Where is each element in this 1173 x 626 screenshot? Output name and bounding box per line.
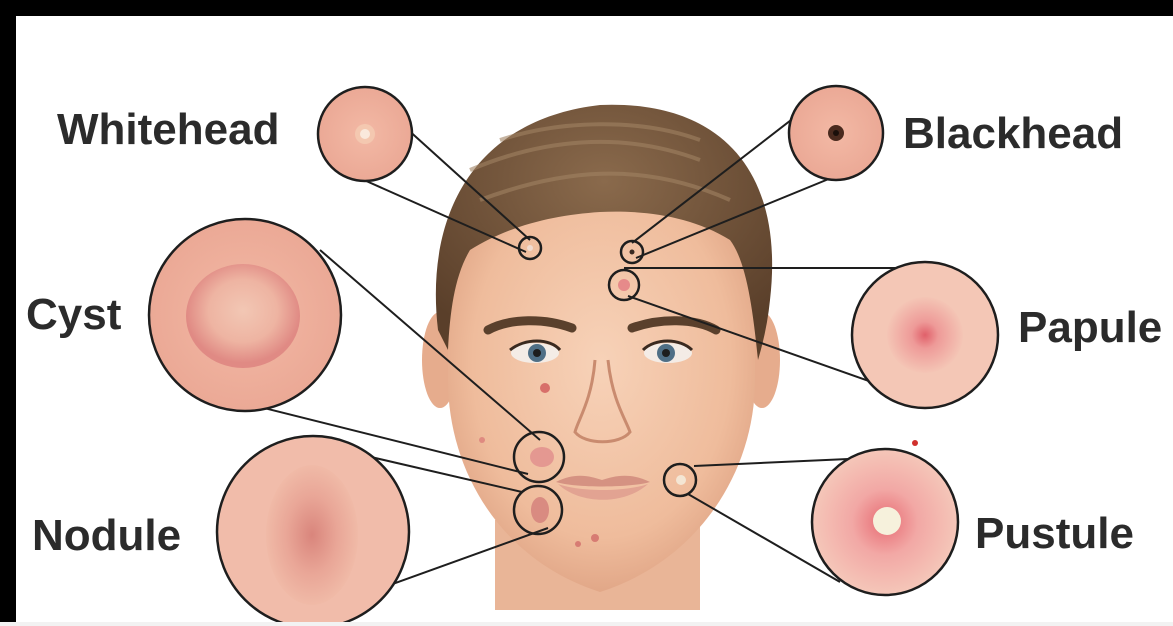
label-pustule: Pustule <box>975 512 1134 556</box>
blemish <box>479 437 485 443</box>
zoom-papule <box>852 262 998 408</box>
label-nodule: Nodule <box>32 514 181 558</box>
label-papule: Papule <box>1018 306 1162 350</box>
zoom-cyst <box>149 219 341 411</box>
blemish <box>540 383 550 393</box>
zoom-nodule <box>217 436 409 626</box>
label-blackhead: Blackhead <box>903 112 1123 156</box>
blemish <box>591 534 599 542</box>
label-cyst: Cyst <box>26 293 121 337</box>
zoom-whitehead <box>318 87 412 181</box>
zoom-pustule <box>812 449 958 595</box>
blemish <box>575 541 581 547</box>
frame-border-bottom <box>0 622 1173 626</box>
blemish <box>912 440 918 446</box>
right-pupil <box>662 349 670 357</box>
zoom-blackhead <box>789 86 883 180</box>
left-pupil <box>533 349 541 357</box>
label-whitehead: Whitehead <box>57 108 279 152</box>
